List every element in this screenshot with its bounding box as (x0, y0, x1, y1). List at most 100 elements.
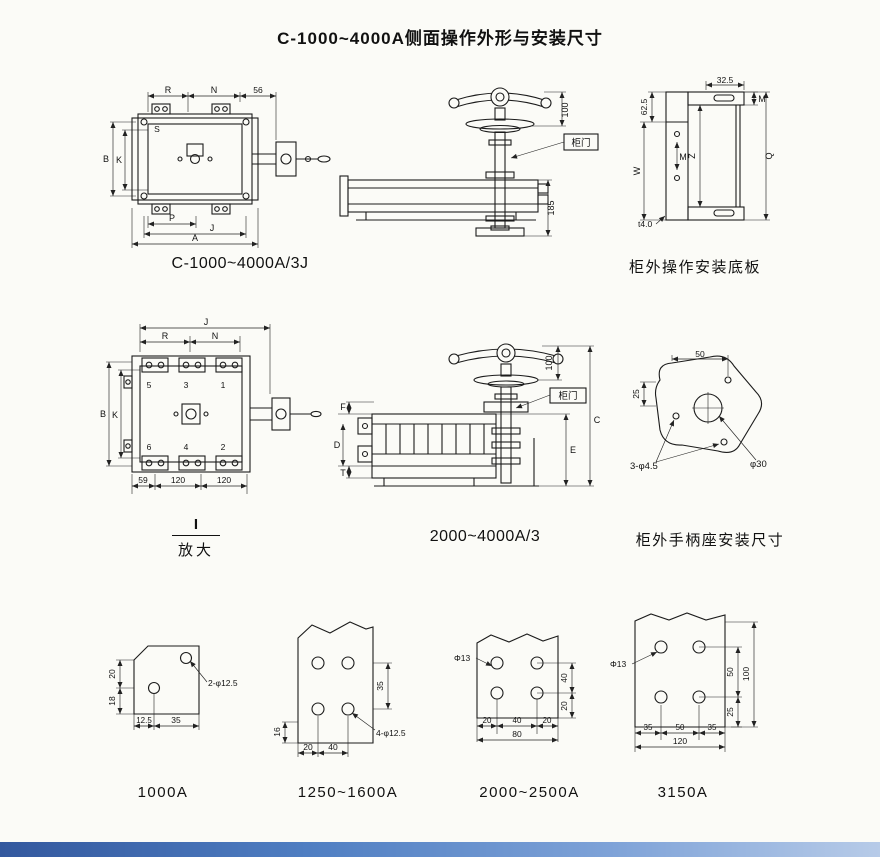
dim-label-b35a: 35 (644, 723, 653, 732)
dimension-lines (510, 91, 599, 237)
dimension-lines (631, 621, 758, 752)
dim-label-25: 25 (631, 389, 641, 399)
page-title: C-1000~4000A侧面操作外形与安装尺寸 (277, 29, 603, 48)
caption-2000-2500a: 2000~2500A (479, 784, 580, 801)
caption-3150a: 3150A (657, 784, 709, 801)
dim-label-b: B (100, 409, 106, 419)
dim-label-r: R (162, 331, 169, 341)
caption-side-2000-4000: 2000~4000A/3 (429, 528, 541, 545)
terminal-number-4: 4 (184, 442, 189, 452)
dim-label-35: 35 (171, 715, 181, 725)
drive-shaft (485, 131, 515, 231)
dim-label-120b: 120 (217, 475, 231, 485)
dim-label-n: N (211, 85, 218, 95)
dim-label-20: 20 (107, 669, 117, 679)
switch-body-side (339, 175, 549, 237)
dim-label-100: 100 (560, 102, 570, 117)
dim-label-q: Q (764, 152, 774, 159)
dim-label-35: 35 (375, 681, 385, 691)
callout-4-holes: 4-φ12.5 (376, 728, 406, 738)
dim-label-b20b: 20 (543, 716, 552, 725)
dim-label-20: 20 (559, 701, 569, 711)
caption-1000a: 1000A (137, 784, 189, 801)
dimension-lines (475, 657, 576, 743)
drawing-switch-top-view-3j: R N 56 S B K P J A (103, 85, 331, 248)
dim-label-w: W (632, 166, 642, 175)
dimension-lines (640, 81, 770, 225)
dim-label-50: 50 (695, 349, 705, 359)
dim-label-18: 18 (107, 696, 117, 706)
dim-label-20: 20 (303, 742, 313, 752)
switch-body-outline (123, 355, 251, 473)
callout-3-holes: 3-φ4.5 (630, 461, 658, 472)
dimension-lines (110, 92, 277, 248)
dim-label-185: 185 (546, 200, 556, 215)
dim-label-40: 40 (328, 742, 338, 752)
dim-label-40: 40 (559, 673, 569, 683)
callout-center-hole: φ30 (750, 459, 767, 470)
external-handle (448, 343, 564, 388)
detail-label-enlarged: 放大 (177, 542, 214, 559)
dim-label-z: Z (687, 153, 697, 159)
callout-2-holes: 2-φ12.5 (208, 678, 238, 688)
dim-label-b: B (103, 154, 109, 164)
dim-label-120a: 120 (171, 475, 185, 485)
caption-handle-seat: 柜外手柄座安装尺寸 (635, 532, 785, 549)
base-plate-outline (665, 91, 745, 221)
callout-hole-dia: Φ13 (610, 659, 627, 669)
drawing-side-view-3j: 100 柜门 185 (339, 87, 599, 237)
pad-outline (476, 633, 559, 719)
drawing-base-plate: 32.5 M 62.5 W M Z Q t4.0 (632, 75, 774, 229)
drawing-pad-3150a: Φ13 50 25 100 35 50 35 120 (610, 612, 758, 752)
pad-outline (133, 645, 200, 715)
operating-shaft-and-handle (250, 397, 322, 431)
detail-label-i: I (172, 516, 220, 536)
dim-label-120: 120 (673, 736, 687, 746)
dimension-lines (116, 659, 208, 730)
dim-label-m-mid: M (679, 152, 687, 162)
dim-label-t: T (340, 468, 346, 478)
dim-label-25: 25 (725, 707, 735, 717)
dim-label-j: J (204, 317, 209, 327)
pad-outline (297, 621, 374, 744)
handle-seat-outline (654, 355, 763, 453)
dim-label-t4: t4.0 (638, 219, 652, 229)
pad-outline (634, 612, 726, 728)
switch-body-outline (131, 103, 259, 215)
switch-body-side (357, 413, 539, 487)
drive-shaft (483, 386, 529, 484)
dim-label-b20a: 20 (483, 716, 492, 725)
cabinet-door-label: 柜门 (558, 390, 577, 402)
terminal-number-1: 1 (221, 380, 226, 390)
dimension-lines (106, 324, 271, 494)
dim-label-a: A (192, 233, 198, 243)
caption-1250-1600a: 1250~1600A (297, 784, 399, 801)
cabinet-door-label: 柜门 (571, 137, 590, 149)
dim-label-p: P (169, 213, 175, 223)
dim-label-100: 100 (741, 667, 751, 681)
dim-label-m-top: M (758, 94, 766, 104)
external-handle (448, 87, 552, 134)
dim-label-n: N (212, 331, 219, 341)
terminal-number-5: 5 (147, 380, 152, 390)
dim-label-b40: 40 (513, 716, 522, 725)
dim-label-12-5: 12.5 (136, 716, 152, 725)
drawing-switch-top-view-enlarged: J R N B K 5 3 1 6 4 2 59 120 120 (100, 317, 322, 494)
dim-label-c: C (594, 415, 601, 425)
callout-hole-dia: Φ13 (454, 653, 471, 663)
drawing-side-view-2000-4000: F D T 100 柜门 E C (334, 343, 601, 487)
terminal-number-3: 3 (184, 380, 189, 390)
terminal-number-2: 2 (221, 442, 226, 452)
dim-label-59: 59 (138, 475, 148, 485)
caption-base-plate: 柜外操作安装底板 (628, 259, 761, 276)
dim-label-100: 100 (544, 355, 554, 370)
dim-label-b35b: 35 (708, 723, 717, 732)
terminal-number-6: 6 (147, 442, 152, 452)
dim-label-62-5: 62.5 (639, 98, 649, 115)
dim-label-s: S (154, 124, 160, 134)
dim-label-k: K (116, 155, 122, 165)
drawing-handle-seat: 50 25 3-φ4.5 φ30 (630, 349, 767, 472)
detail-callout: I 放大 (172, 516, 220, 560)
footer-accent-bar (0, 842, 880, 857)
drawing-pad-1250-1600a: 4-φ12.5 35 16 20 40 (272, 621, 406, 757)
